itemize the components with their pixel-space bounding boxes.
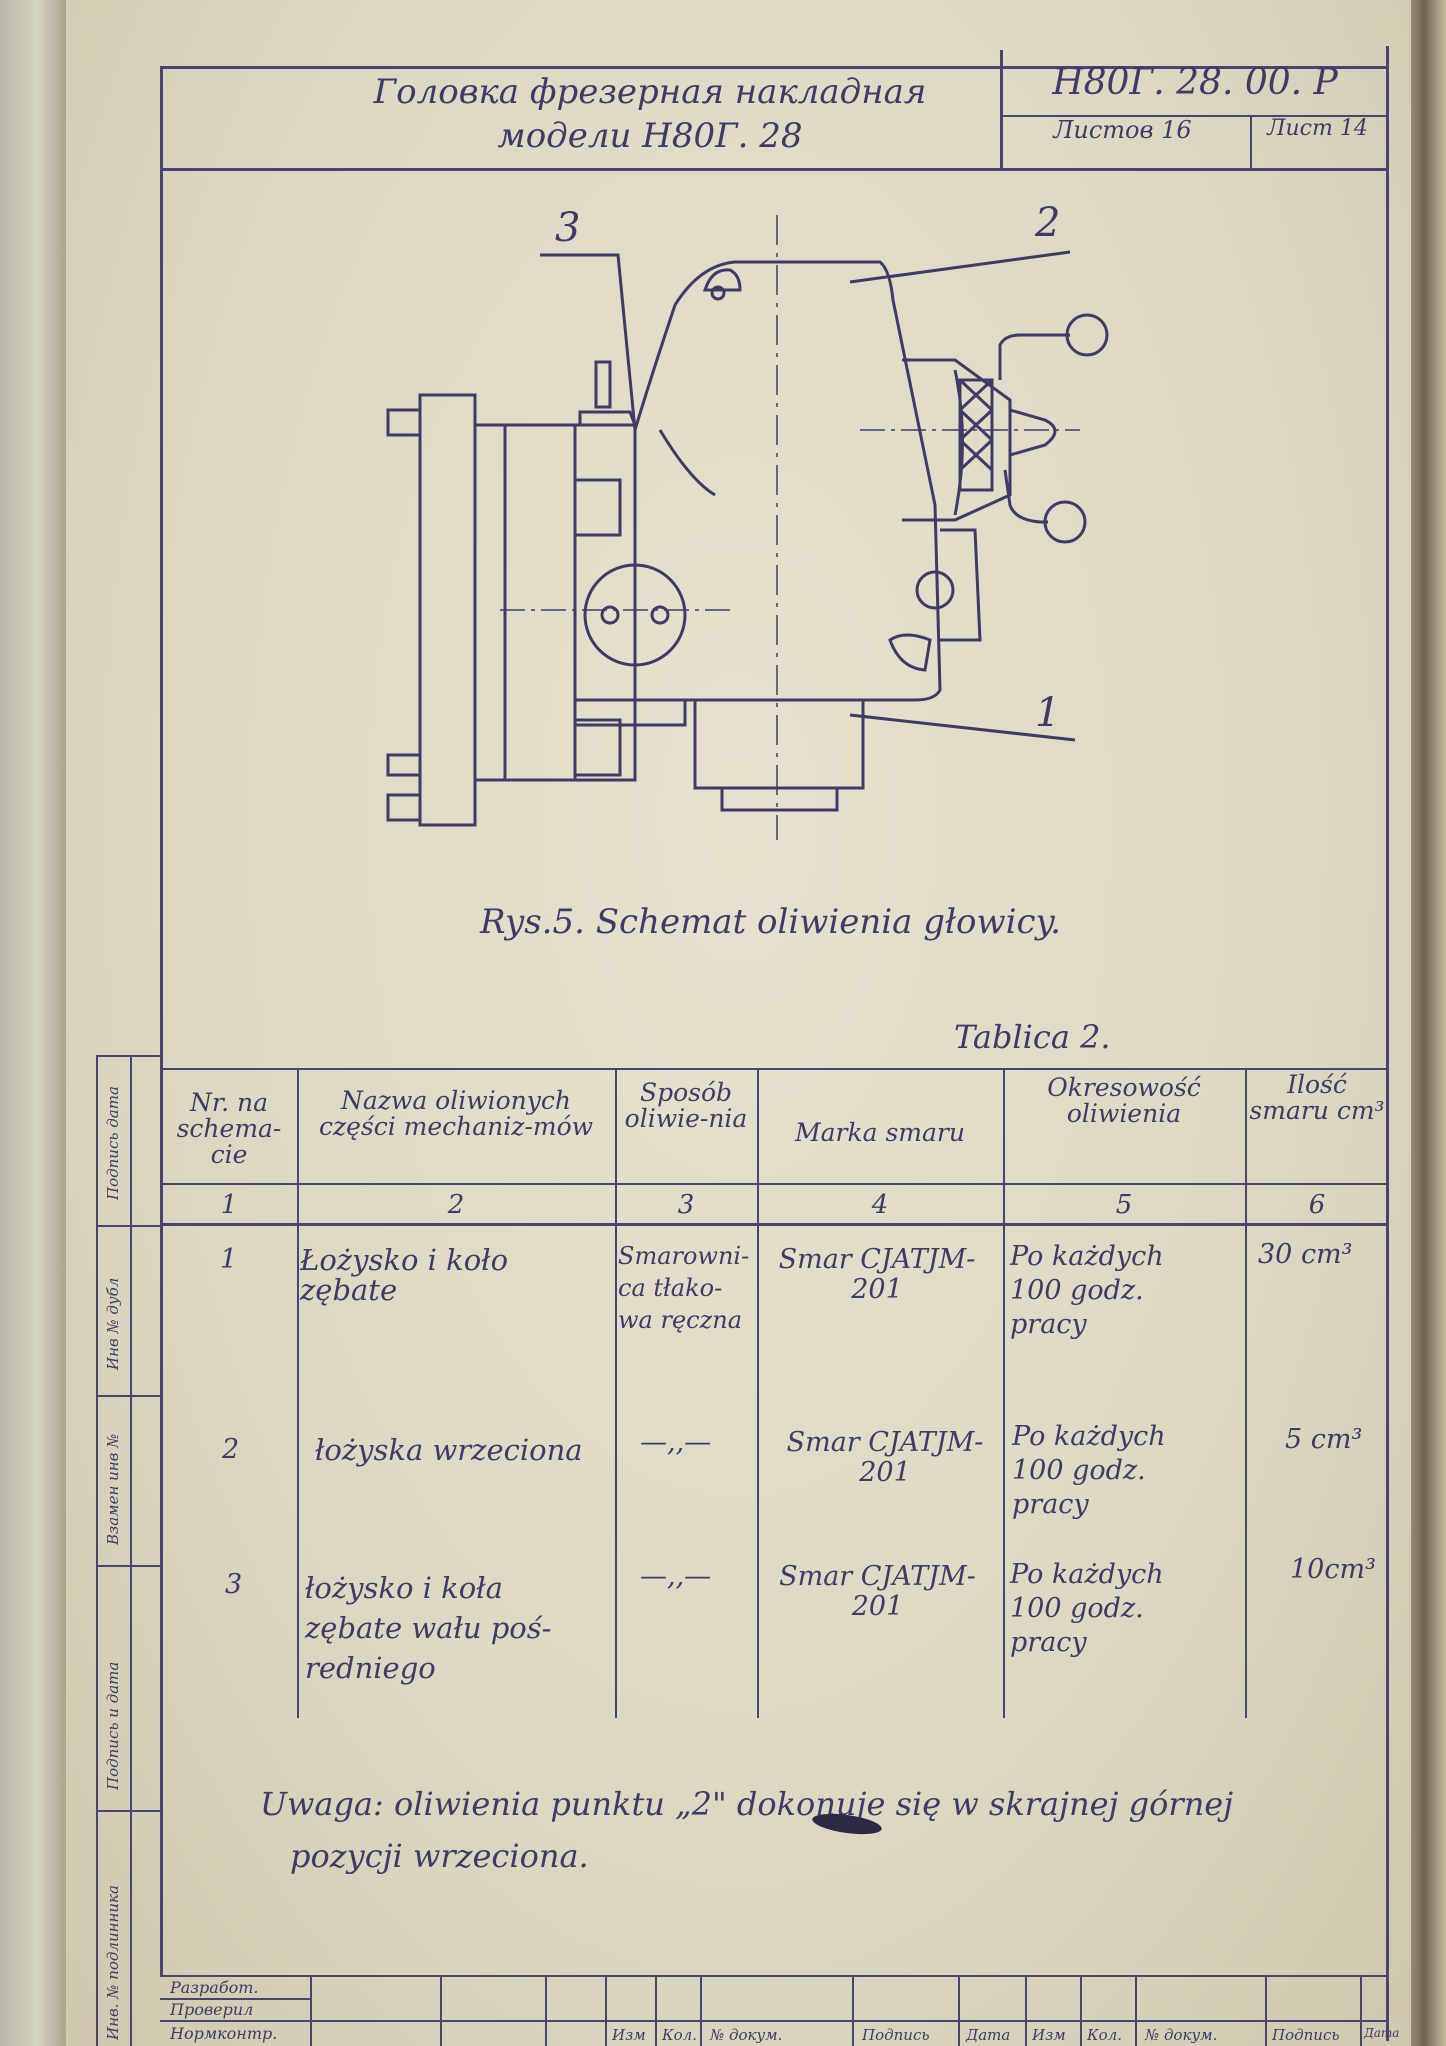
stamp-col-signature-2: Подпись (1272, 2026, 1340, 2044)
stamp-col-2 (440, 1975, 442, 2046)
stamp-col-10 (1080, 1975, 1082, 2046)
table-numbers-bottom (160, 1223, 1388, 1226)
row-2-brand: Smar CJATJM-201 (786, 1427, 984, 1488)
callout-1: 1 (1035, 690, 1061, 736)
side-strip-left (96, 1055, 98, 2046)
row-2-period: Po każdych 100 godz. pracy (1012, 1421, 1166, 1520)
title-divider-vertical (1000, 50, 1003, 170)
frame-top (160, 66, 1388, 69)
side-sep-3 (96, 1565, 162, 1567)
stamp-col-13 (1360, 1975, 1362, 2046)
stamp-col-9 (1025, 1975, 1027, 2046)
column-number-6: 6 (1308, 1190, 1326, 1220)
document-title: Головка фрезерная накладная модели Н80Г.… (290, 70, 1010, 158)
sheet-divider (1250, 115, 1252, 170)
sheet-number: Лист 14 (1267, 116, 1368, 141)
row-2-qty: 5 cm³ (1285, 1424, 1363, 1455)
stamp-col-5 (655, 1975, 657, 2046)
stamp-col-date: Дата (966, 2026, 1011, 2044)
note: Uwaga: oliwienia punktu „2" dokonuje się… (260, 1778, 1380, 1882)
column-number-4: 4 (871, 1190, 889, 1220)
stamp-row-2 (160, 2020, 1388, 2022)
column-header-nr: Nr. na schema-cie (176, 1088, 282, 1169)
stamp-col-qty-2: Кол. (1087, 2026, 1122, 2044)
side-strip-top (96, 1055, 162, 1057)
side-strip-right (130, 1055, 132, 2046)
stamp-col-1 (310, 1975, 312, 2046)
frame-right (1386, 46, 1389, 2041)
table-col-sep-1 (297, 1068, 299, 1718)
column-number-2: 2 (447, 1190, 465, 1220)
row-3-name: łożysko i koła zębate wału poś-redniego (305, 1571, 552, 1685)
stamp-col-4 (605, 1975, 607, 2046)
figure-caption: Rys.5. Schemat oliwienia głowicy. (480, 902, 1061, 942)
column-number-3: 3 (677, 1190, 695, 1220)
stamp-col-7 (852, 1975, 854, 2046)
row-2-name: łożyska wrzeciona (315, 1433, 583, 1467)
row-3-qty: 10cm³ (1290, 1554, 1376, 1585)
stamp-col-8 (958, 1975, 960, 2046)
stamp-col-11 (1135, 1975, 1137, 2046)
photo-background-right (1406, 0, 1446, 2046)
photo-background-left (0, 0, 68, 2046)
stamp-row-checked: Проверил (170, 2000, 254, 2019)
table-col-sep-5 (1245, 1068, 1247, 1718)
sheets-total: Листов 16 (1053, 116, 1192, 144)
column-header-qty: Ilość smaru cm³ (1249, 1070, 1385, 1125)
stamp-top (160, 1975, 1388, 1977)
side-sep-4 (96, 1810, 162, 1812)
stamp-row-developed: Разработ. (170, 1978, 259, 1997)
row-1-brand: Smar CJATJM-201 (778, 1244, 976, 1305)
row-3-brand: Smar CJATJM-201 (779, 1561, 976, 1622)
row-1-qty: 30 cm³ (1258, 1239, 1353, 1270)
stamp-col-change: Изм (612, 2026, 646, 2044)
column-header-name: Nazwa oliwionych części mechaniz-mów (318, 1086, 594, 1141)
column-number-1: 1 (220, 1190, 238, 1220)
stamp-col-date-2: Дата (1364, 2026, 1400, 2040)
stamp-col-doc-no: № докум. (710, 2026, 783, 2044)
drawing-sheet (66, 0, 1411, 2046)
column-header-brand: Marka smaru (795, 1118, 965, 1147)
row-2-nr: 2 (222, 1434, 240, 1465)
row-1-nr: 1 (220, 1244, 238, 1275)
stamp-col-qty: Кол. (662, 2026, 697, 2044)
title-divider-horizontal (160, 168, 1388, 171)
side-sep-2 (96, 1395, 162, 1397)
table-header-bottom (160, 1183, 1388, 1185)
code-divider (1000, 115, 1388, 117)
table-col-sep-2 (615, 1068, 617, 1718)
stamp-col-change-2: Изм (1032, 2026, 1066, 2044)
row-1-name: Łożysko i koło zębate (300, 1243, 509, 1307)
stamp-col-12 (1265, 1975, 1267, 2046)
column-header-method: Sposób oliwie-nia (624, 1078, 748, 1133)
stamp-col-6 (700, 1975, 702, 2046)
row-1-period: Po każdych 100 godz. pracy (1010, 1241, 1164, 1340)
table-top (160, 1068, 1388, 1070)
table-label: Tablica 2. (954, 1018, 1111, 1056)
stamp-row-norm-control: Нормконтр. (170, 2024, 278, 2043)
table-col-sep-3 (757, 1068, 759, 1718)
stamp-row-1 (160, 1998, 310, 2000)
row-2-method: —,,— (640, 1427, 712, 1458)
row-3-method: —,,— (640, 1561, 712, 1592)
note-line-1: Uwaga: oliwienia punktu „2" dokonuje się… (260, 1785, 1234, 1823)
stamp-col-signature: Подпись (862, 2026, 930, 2044)
frame-left (160, 66, 163, 1976)
table-col-sep-4 (1003, 1068, 1005, 1718)
stamp-col-3 (545, 1975, 547, 2046)
side-sep-1 (96, 1225, 162, 1227)
row-1-method: Smarowni-ca tłako-wa ręczna (618, 1242, 750, 1334)
row-3-nr: 3 (225, 1569, 243, 1600)
note-line-2: pozycji wrzeciona. (290, 1837, 589, 1875)
drawing-code: Н80Г. 28. 00. Р (1052, 62, 1338, 103)
column-header-period: Okresowość oliwienia (1047, 1073, 1201, 1128)
title-line-2: модели Н80Г. 28 (497, 116, 803, 156)
callout-2: 2 (1035, 200, 1061, 246)
stamp-col-doc-no-2: № докум. (1145, 2026, 1218, 2044)
callout-3: 3 (555, 205, 581, 251)
title-line-1: Головка фрезерная накладная (373, 72, 927, 112)
row-3-period: Po każdych 100 godz. pracy (1010, 1559, 1164, 1658)
column-number-5: 5 (1115, 1190, 1133, 1220)
